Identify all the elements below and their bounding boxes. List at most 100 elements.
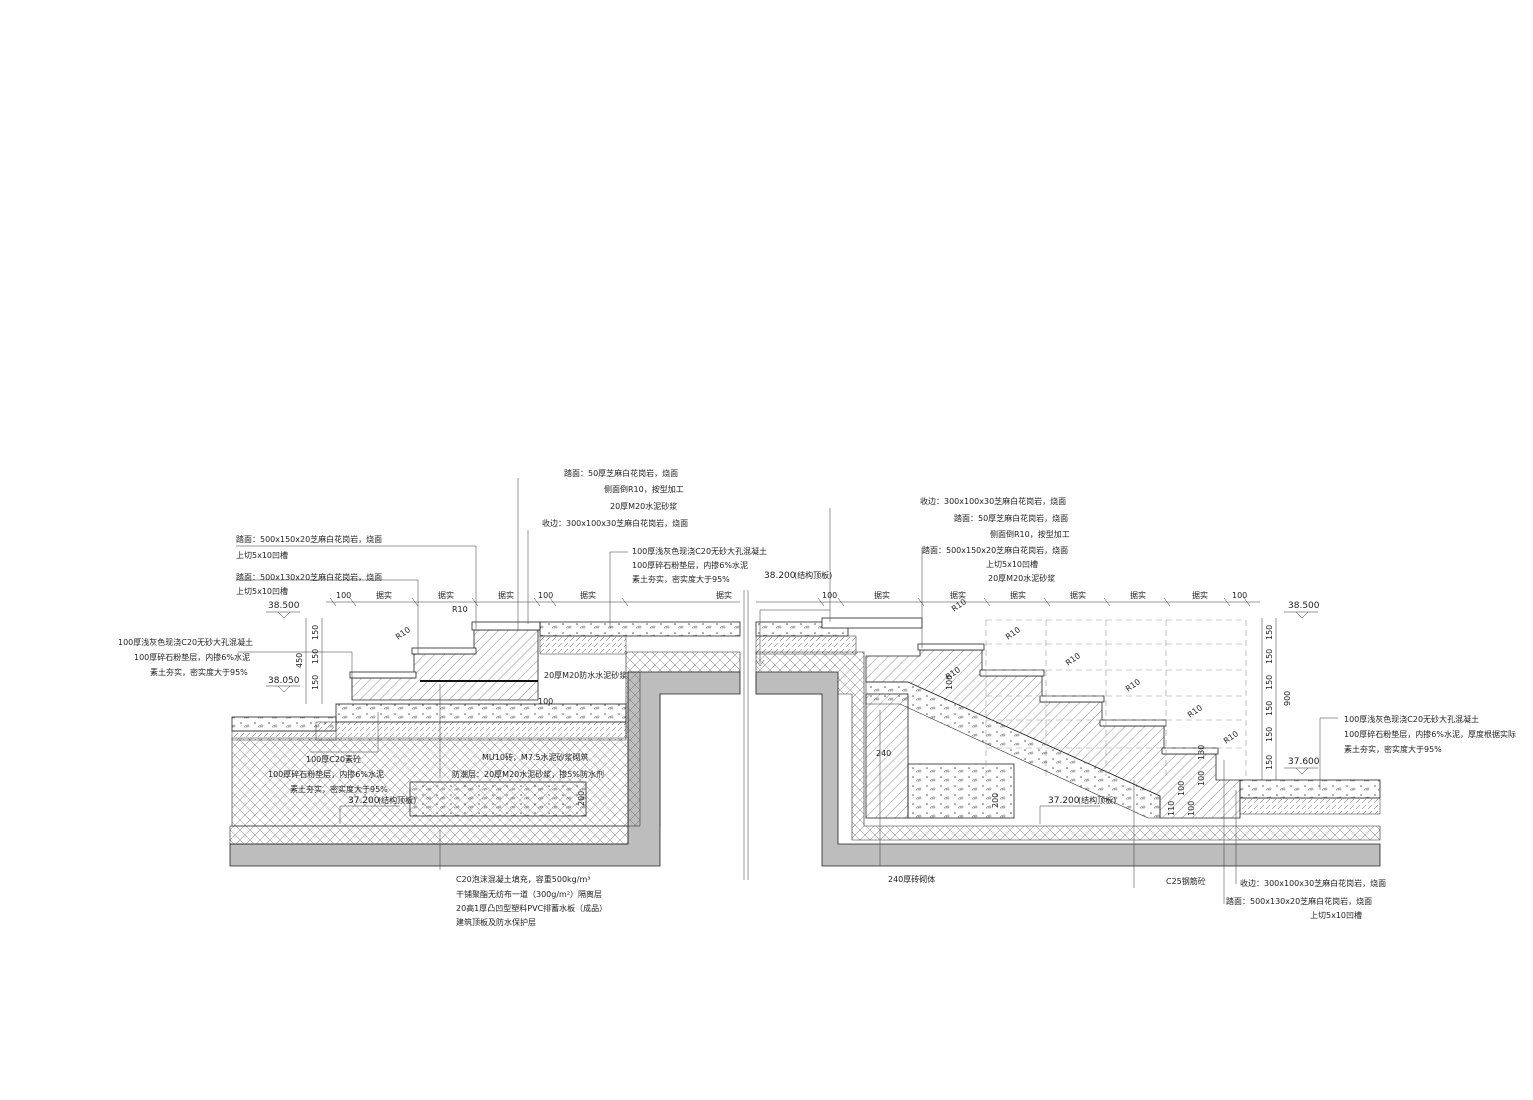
note-top-left-2: 踏面：500x130x20芝麻白花岗岩，烧面 xyxy=(236,572,382,582)
right-top-edge xyxy=(821,617,923,629)
dim-100-left: 100 xyxy=(538,697,553,706)
note-edge: 收边：300x100x30芝麻白花岗岩，烧面 xyxy=(1240,878,1386,888)
right-tread-1 xyxy=(917,643,985,651)
left-lower-step-soil xyxy=(315,721,627,741)
note-left-lower-1: 100厚碎石粉垫层，内掺6%水泥 xyxy=(268,769,384,779)
right-tread-3 xyxy=(1039,695,1105,703)
right-slab-200 xyxy=(907,763,1015,819)
left-drain-board xyxy=(229,825,629,845)
dim-top-right-3: 据实 xyxy=(1010,590,1026,600)
note-tread: 踏面：500x130x20芝麻白花岗岩，烧面 xyxy=(1226,896,1372,906)
dim-right-vertical-total: 900 xyxy=(1283,691,1292,706)
level-right-roof-note: (结构顶板) xyxy=(1078,795,1116,805)
dim-slab-200-right: 200 xyxy=(991,793,1000,808)
left-tread-1 xyxy=(349,671,417,679)
note-top-center-2: 20厚M20水泥砂浆 xyxy=(610,501,677,511)
note-bottom-2: 20高1厚凸凹型塑料PVC排蓄水板（成品） xyxy=(456,903,607,913)
level-left-mid: 38.050 xyxy=(268,676,300,686)
note-top-left-1: 上切5x10凹槽 xyxy=(236,550,288,560)
dim-top-right-0: 100 xyxy=(822,591,837,600)
dim-right-vertical-part-3: 150 xyxy=(1265,701,1274,716)
dim-small-right-1: 130 xyxy=(1197,745,1206,760)
level-left-roof-note: (结构顶板) xyxy=(378,795,416,805)
radius-label-4: R10 xyxy=(1004,625,1022,641)
level-center-roof: 38.200 xyxy=(764,571,796,581)
right-lower-paving xyxy=(1239,779,1381,799)
note-top-right-3: 踏面：500x150x20芝麻白花岗岩，烧面 xyxy=(922,545,1068,555)
left-upper-soil xyxy=(539,635,627,655)
note-right-0: 100厚浅灰色现浇C20无砂大孔混凝土 xyxy=(1344,714,1479,724)
note-top-right-5: 20厚M20水泥砂浆 xyxy=(988,573,1055,583)
dim-small-right-0: 100 xyxy=(1197,771,1206,786)
note-top-left-0: 踏面：500x150x20芝麻白花岗岩，烧面 xyxy=(236,534,382,544)
level-right-top: 38.500 xyxy=(1288,601,1320,611)
dim-right-vertical-part-2: 150 xyxy=(1265,675,1274,690)
note-top-right-2: 侧面倒R10，按型加工 xyxy=(990,529,1070,539)
dim-top-left-1: 据实 xyxy=(376,590,392,600)
left-tread-2 xyxy=(411,647,477,655)
note-top-right-1: 踏面：50厚芝麻白花岗岩，烧面 xyxy=(954,513,1068,523)
dim-left-vertical-part-2: 150 xyxy=(311,675,320,690)
level-left-top: 38.500 xyxy=(268,601,300,611)
note-right-1: 100厚碎石粉垫层，内掺6%水泥，厚度根据实际 xyxy=(1344,729,1516,739)
note-bottom-0: C20泡沫混凝土填充，容重500kg/m³ xyxy=(456,874,590,884)
note-left-lower-2: 素土夯实，密实度大于95% xyxy=(290,784,388,794)
note-center-damp-proof: 防潮层：20厚M20水泥砂浆，掺5%防水剂 xyxy=(452,769,604,779)
radius-label-1: R10 xyxy=(394,625,412,641)
note-left-2: 素土夯实，密实度大于95% xyxy=(150,667,248,677)
dim-diag-100: 100 xyxy=(945,675,954,690)
right-structure xyxy=(755,617,1381,867)
left-slab-200 xyxy=(409,781,587,817)
note-top-center-0: 踏面：50厚芝麻白花岗岩，烧面 xyxy=(564,468,678,478)
level-left-roof: 37.200 xyxy=(348,796,380,806)
radius-label-6: R10 xyxy=(1124,677,1142,693)
dim-wall-240: 240 xyxy=(876,749,891,758)
right-tread-2 xyxy=(979,669,1045,677)
right-roof-slab xyxy=(755,671,1381,867)
right-tread-5 xyxy=(1161,747,1219,755)
right-upper-soil xyxy=(755,635,857,655)
radius-label-7: R10 xyxy=(1186,703,1204,719)
note-wall-240: 240厚砖砌体 xyxy=(888,874,935,884)
dim-top-right-2: 据实 xyxy=(950,590,966,600)
dim-left-vertical-total: 450 xyxy=(295,653,304,668)
dim-top-left-0: 100 xyxy=(336,591,351,600)
dim-top-right-4: 据实 xyxy=(1070,590,1086,600)
note-top-mid-0: 100厚浅灰色现浇C20无砂大孔混凝土 xyxy=(632,546,767,556)
note-left-1: 100厚碎石粉垫层，内掺6%水泥 xyxy=(134,652,250,662)
right-dashed-grid xyxy=(985,619,1247,778)
dim-left-vertical-part-0: 150 xyxy=(311,625,320,640)
dim-right-vertical-part-4: 150 xyxy=(1265,727,1274,742)
note-groove: 上切5x10凹槽 xyxy=(1310,910,1362,920)
leader-lines xyxy=(236,478,1338,904)
left-upper-paving xyxy=(539,621,741,637)
dim-slab-200-left: 200 xyxy=(577,791,586,806)
dim-top-left-2: 据实 xyxy=(438,590,454,600)
dim-top-left-4: 100 xyxy=(538,591,553,600)
dim-small-right-2: 100 xyxy=(1177,781,1186,796)
dim-top-right-5: 据实 xyxy=(1130,590,1146,600)
right-lower-gravel xyxy=(1239,797,1381,815)
dimension-lines xyxy=(266,590,1318,880)
level-right-mid: 37.600 xyxy=(1288,757,1320,767)
note-c25: C25钢筋砼 xyxy=(1166,876,1206,886)
radius-label-5: R10 xyxy=(1064,651,1082,667)
note-center-brick: MU10砖，M7.5水泥砂浆砌筑 xyxy=(482,752,589,762)
note-right-2: 素土夯实，密实度大于95% xyxy=(1344,744,1442,754)
radius-label-8: R10 xyxy=(1222,729,1240,745)
dim-right-vertical-part-5: 150 xyxy=(1265,755,1274,770)
dim-right-vertical-part-1: 150 xyxy=(1265,649,1274,664)
note-bottom-3: 建筑顶板及防水保护层 xyxy=(456,917,536,927)
note-top-left-3: 上切5x10凹槽 xyxy=(236,586,288,596)
note-top-center-1: 侧面倒R10，按型加工 xyxy=(604,484,684,494)
dim-right-vertical-part-0: 150 xyxy=(1265,625,1274,640)
dim-top-right-7: 100 xyxy=(1232,591,1247,600)
dim-top-left-3: 据实 xyxy=(498,590,514,600)
note-center-waterproof: 20厚M20防水水泥砂浆 xyxy=(544,670,627,680)
left-drain-wall xyxy=(627,671,641,827)
dim-left-vertical-part-1: 150 xyxy=(311,649,320,664)
right-tread-4 xyxy=(1099,719,1167,727)
dim-top-right-6: 据实 xyxy=(1192,590,1208,600)
left-structure xyxy=(229,621,741,867)
dim-top-right-1: 据实 xyxy=(874,590,890,600)
